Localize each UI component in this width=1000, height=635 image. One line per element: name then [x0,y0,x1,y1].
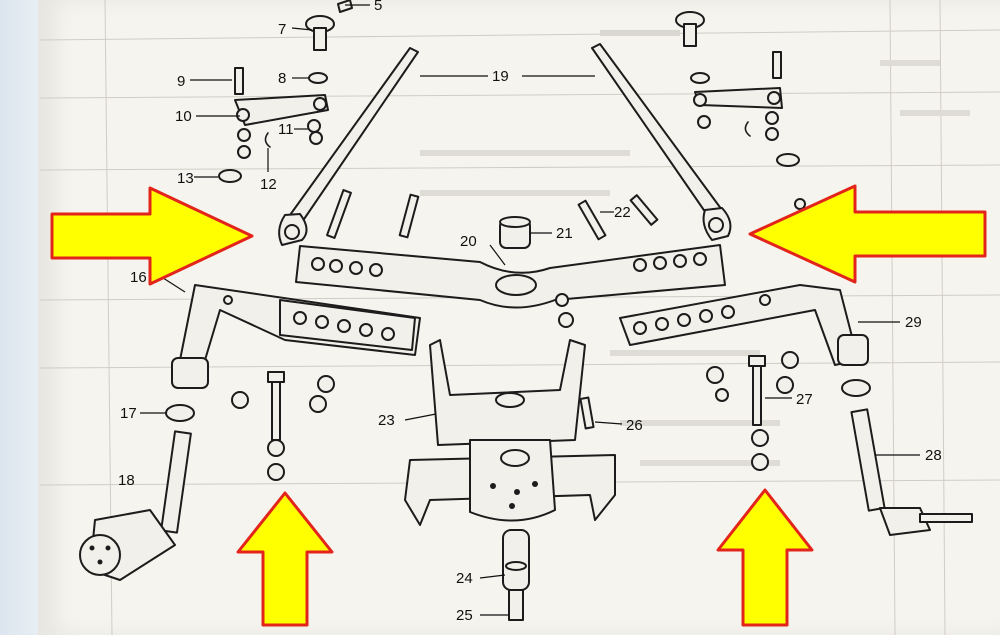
arrow-up-left-icon [236,491,334,627]
right-steering-hardware [675,11,806,210]
arrow-left-pointing-icon [748,184,987,284]
callout-7: 7 [278,21,286,38]
callout-17: 17 [120,405,137,422]
left-axle-beam [171,284,421,389]
screen-margin [0,0,38,635]
axle-support-bracket [404,339,616,526]
callout-12: 12 [260,176,277,193]
right-stub-axle [841,379,973,536]
highlight-arrows [50,184,987,627]
arrow-right-pointing-icon [50,186,254,286]
right-axle-beam [619,284,869,366]
callout-19: 19 [492,68,509,85]
bolts [267,189,766,441]
callout-22: 22 [614,204,631,221]
radius-arms [278,43,732,246]
callout-27: 27 [796,391,813,408]
callout-numbers: 5 7 8 9 10 11 12 13 16 17 18 19 20 21 22… [118,0,942,624]
callout-29: 29 [905,314,922,331]
bush-part [499,216,531,249]
cross-member [295,244,726,309]
callout-23: 23 [378,412,395,429]
left-steering-hardware [218,0,353,183]
callout-28: 28 [925,447,942,464]
callout-5: 5 [374,0,382,14]
left-stub-axle-hub [79,404,195,581]
callout-24: 24 [456,570,473,587]
callout-8: 8 [278,70,286,87]
nuts-and-washers [231,293,799,481]
callout-20: 20 [460,233,477,250]
callout-16: 16 [130,269,147,286]
callout-21: 21 [556,225,573,242]
swivel-pin [502,529,530,621]
background-faint-text [420,30,970,466]
callout-25: 25 [456,607,473,624]
arrow-up-right-icon [716,488,814,627]
callout-9: 9 [177,73,185,90]
leader-lines [140,4,920,616]
callout-11: 11 [278,121,294,138]
callout-10: 10 [175,108,192,125]
callout-18: 18 [118,472,135,489]
callout-13: 13 [177,170,194,187]
callout-26: 26 [626,417,643,434]
